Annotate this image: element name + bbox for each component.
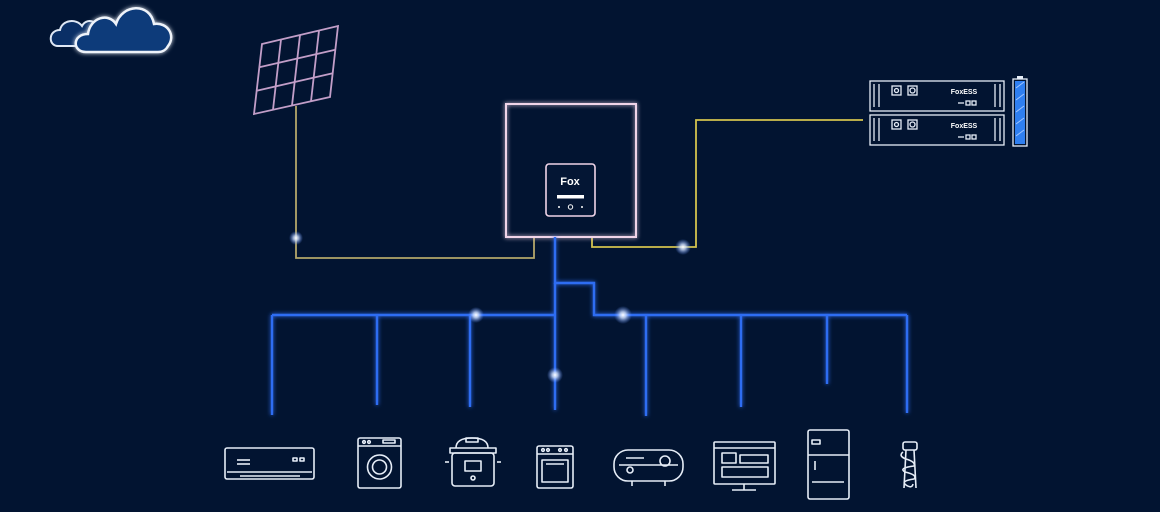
pv-connection-line: [295, 106, 535, 259]
rice-cooker-icon: [445, 437, 501, 487]
cloud-icon: [49, 7, 173, 54]
battery-brand-label-2: FoxESS: [951, 123, 978, 130]
energy-flow-dots: [289, 231, 691, 383]
inverter-brand-label: Fox: [560, 176, 580, 188]
battery-connection-line: [591, 119, 863, 248]
distribution-network: [270, 237, 909, 416]
battery-stack-icon: [869, 80, 1005, 146]
water-heater-icon: [613, 449, 684, 486]
solar-panel-icon: [252, 24, 340, 116]
air-conditioner-icon: [224, 447, 315, 480]
battery-brand-label: FoxESS: [951, 89, 978, 96]
refrigerator-icon: [807, 429, 850, 500]
computer-icon: [713, 441, 776, 491]
light-bulb-icon: [900, 441, 918, 489]
washing-machine-icon: [357, 437, 402, 489]
inverter-icon: [505, 103, 637, 238]
oven-icon: [536, 445, 574, 489]
battery-level-icon: [1012, 76, 1028, 147]
